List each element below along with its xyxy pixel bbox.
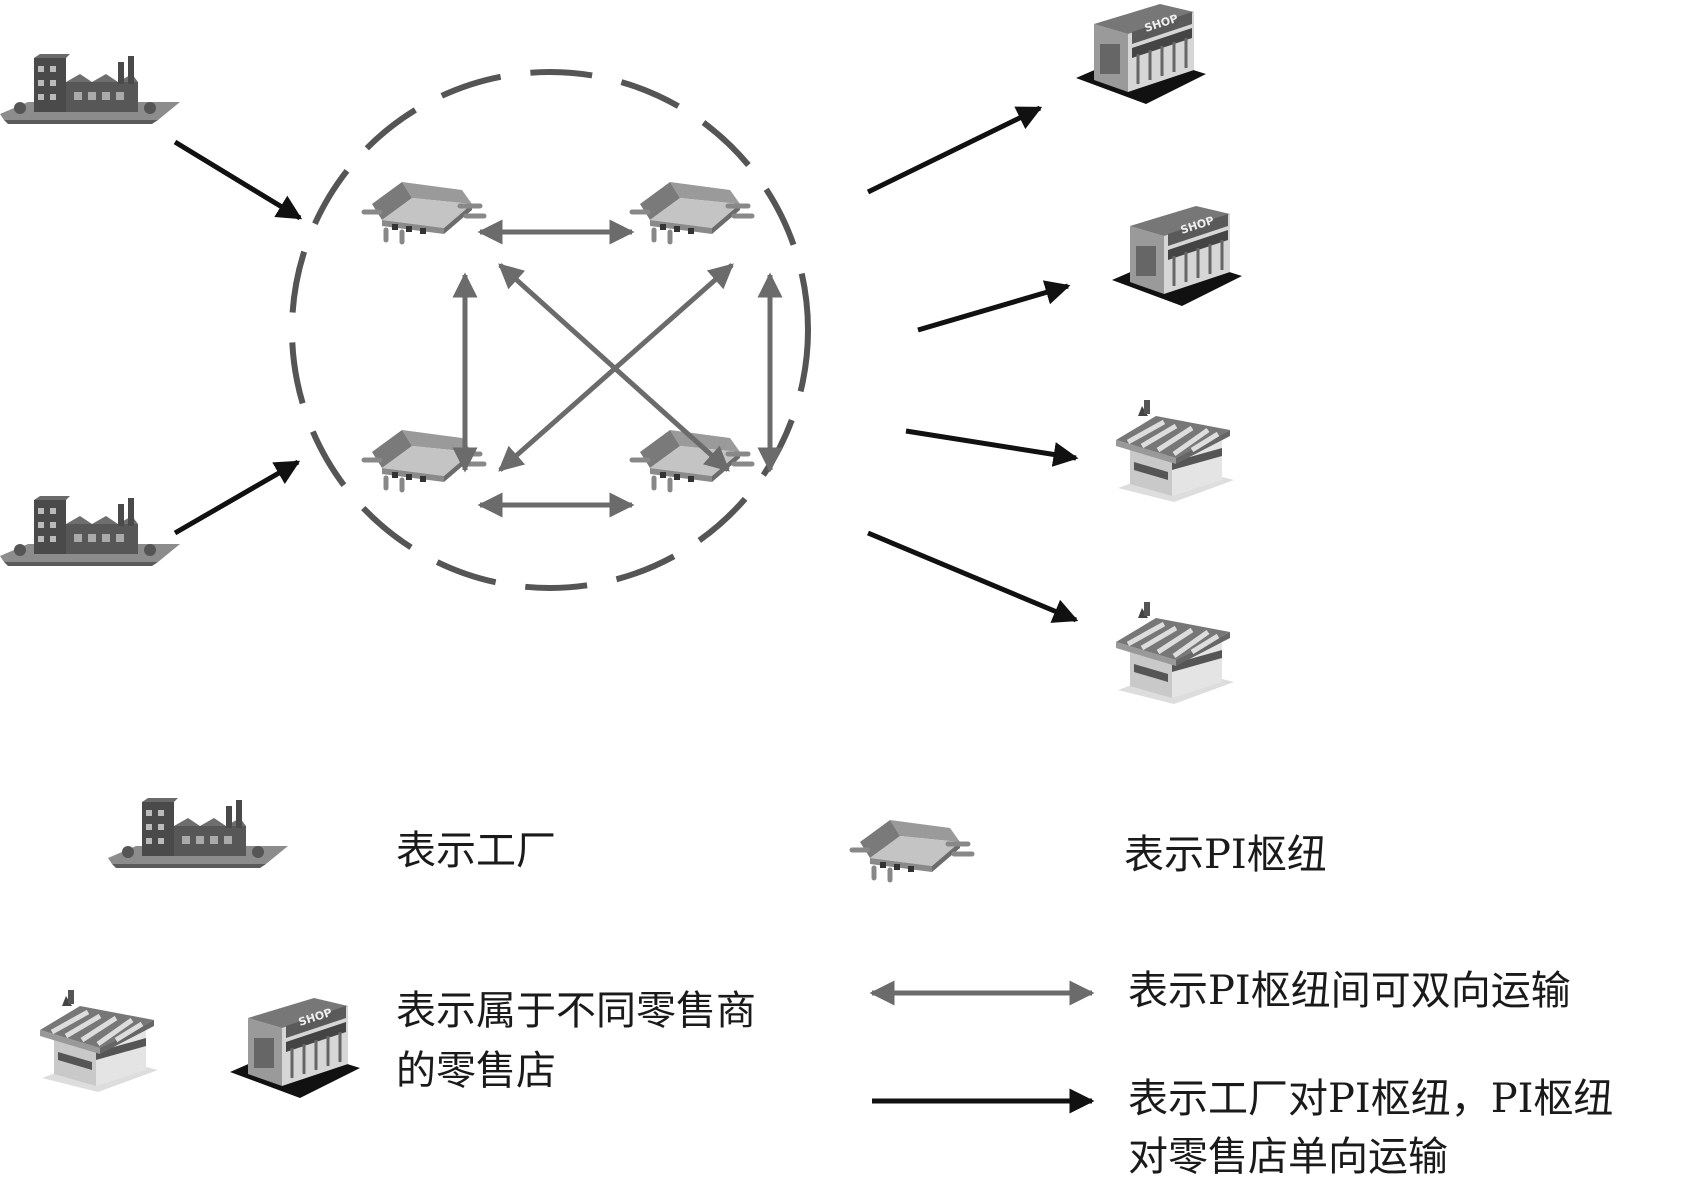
factory-icon <box>0 54 180 124</box>
hub-to-store-arrow <box>866 105 1043 195</box>
retail-store-awning-icon <box>1116 602 1234 704</box>
factory-to-hub-arrow <box>173 139 303 221</box>
legend-hub-label: 表示PI枢纽 <box>1124 832 1327 878</box>
legend-store-label-line2: 的零售店 <box>396 1048 556 1094</box>
legend-store-label-line1: 表示属于不同零售商 <box>396 988 756 1034</box>
pi-network-boundary <box>289 69 811 591</box>
hub-to-store-arrow <box>917 280 1071 333</box>
factory-icon <box>0 496 180 566</box>
hub-link-arrow <box>498 263 734 472</box>
legend-hub-icon <box>852 820 972 880</box>
retail-store-shop-icon <box>1074 2 1208 106</box>
legend-bidirectional-label: 表示PI枢纽间可双向运输 <box>1128 968 1571 1014</box>
legend-oneway-label-line2: 对零售店单向运输 <box>1128 1134 1448 1180</box>
legend-factory-icon <box>108 798 288 868</box>
pi-hub-icon <box>364 182 484 242</box>
retail-store-shop-icon <box>1110 204 1244 308</box>
legend-store-shop-icon <box>228 996 362 1100</box>
retail-store-awning-icon <box>1116 400 1234 502</box>
legend-factory-label: 表示工厂 <box>396 828 556 874</box>
hub-to-store-arrow <box>905 428 1079 467</box>
factory-to-hub-arrow <box>173 459 301 536</box>
legend-store-awning-icon <box>40 990 158 1092</box>
legend-oneway-label-line1: 表示工厂对PI枢纽，PI枢纽 <box>1128 1076 1614 1122</box>
hub-to-store-arrow <box>867 530 1079 623</box>
pi-hub-icon <box>632 182 752 242</box>
